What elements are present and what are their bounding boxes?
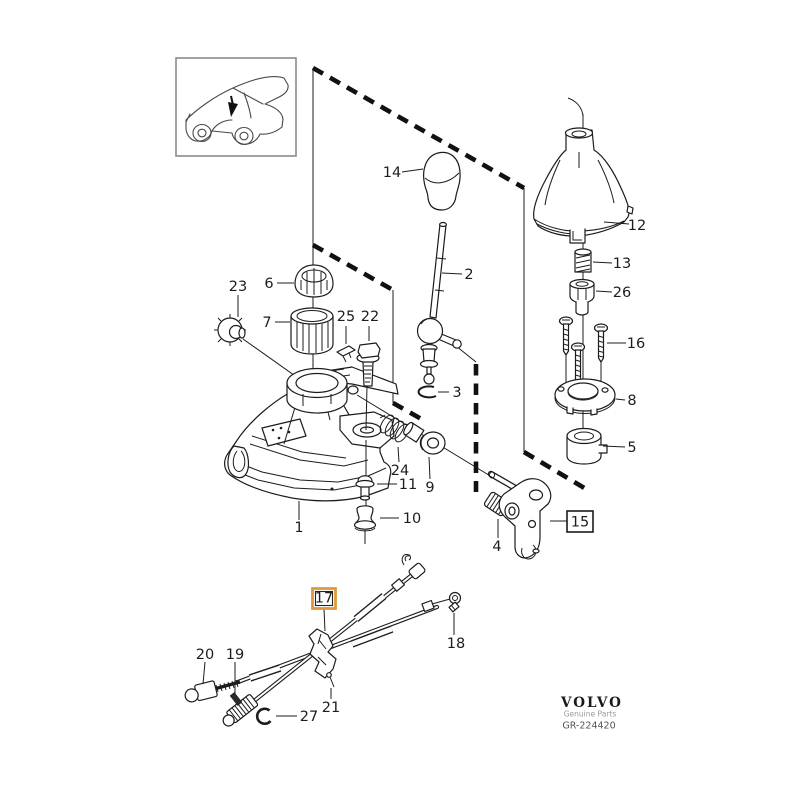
part-25-clip: [336, 345, 356, 363]
part-19-clip: [229, 692, 243, 706]
part-22-bolt: [356, 342, 381, 431]
leader-lines: [202, 168, 630, 717]
callout-10: 10: [403, 511, 421, 527]
callout-1: 1: [294, 520, 303, 536]
part-14-gear-knob: [423, 151, 461, 211]
axis-grommets: [364, 440, 367, 544]
callout-25: 25: [337, 309, 355, 325]
cable-end-barrel: [184, 680, 218, 703]
callout-23: 23: [229, 279, 247, 295]
part-23-bushing: [214, 314, 246, 346]
callout-3: 3: [452, 385, 461, 401]
callout-9: 9: [425, 480, 434, 496]
brand-tagline: Genuine Parts: [564, 710, 617, 719]
callout-22: 22: [361, 309, 379, 325]
callout-13: 13: [613, 256, 631, 272]
callout-14: 14: [383, 165, 401, 181]
car-outline-icon: [185, 76, 289, 146]
part-10-grommet: [353, 505, 377, 532]
footer-brand-block: VOLVO Genuine Parts GR-224420: [560, 695, 623, 732]
callout-box-17-selected[interactable]: 17: [311, 587, 337, 610]
callout-21: 21: [322, 700, 340, 716]
callout-6: 6: [264, 276, 273, 292]
callout-24: 24: [391, 463, 409, 479]
callout-12: 12: [628, 218, 646, 234]
part-3-retaining-ring: [417, 385, 437, 399]
callout-20: 20: [196, 647, 214, 663]
part-27-c-clip: [255, 707, 272, 726]
part-18-clip: [448, 601, 460, 613]
callout-8: 8: [627, 393, 636, 409]
callout-16: 16: [627, 336, 645, 352]
part-11-grommet: [355, 475, 375, 501]
callout-labels: 14 2 3 12 13 26 16 8 5 23 6 7 25 22 24 1…: [196, 165, 646, 725]
cable-end-hook: [390, 554, 426, 592]
assembly-boundary-lines: [311, 66, 588, 492]
part-12-boot: [533, 127, 634, 244]
part-21-pin: [326, 672, 335, 688]
document-code: GR-224420: [562, 721, 615, 732]
callout-11: 11: [399, 477, 417, 493]
cable-bracket: [308, 628, 337, 679]
callout-19: 19: [226, 647, 244, 663]
highlight-ring: [311, 587, 337, 610]
callout-4: 4: [492, 539, 501, 555]
callout-2: 2: [464, 267, 473, 283]
callout-26: 26: [613, 285, 631, 301]
cable-end-ball: [421, 591, 462, 613]
part-13-sleeve: [574, 248, 592, 273]
part-7-sleeve: [290, 307, 334, 355]
callout-27: 27: [300, 709, 318, 725]
part-26-bushing: [569, 278, 595, 316]
part-2-shift-lever: [416, 221, 462, 385]
location-arrow-icon: [228, 95, 238, 117]
cable-end-adjuster: [222, 694, 259, 727]
callout-box-15[interactable]: 15: [566, 510, 594, 533]
part-15-lever-arm: [498, 478, 552, 560]
callout-5: 5: [627, 440, 636, 456]
part-9-bushing: [403, 421, 446, 455]
part-5-collar: [566, 427, 608, 465]
callout-15[interactable]: 15: [571, 515, 589, 531]
part-1-housing: [224, 366, 399, 502]
part-16-screws: [558, 316, 609, 405]
part-17-cable-assembly: [184, 554, 462, 727]
callout-18: 18: [447, 636, 465, 652]
brand-logo-text: VOLVO: [560, 695, 623, 711]
callout-17[interactable]: 17: [315, 591, 333, 607]
part-8-flange: [554, 378, 616, 416]
part-6-cap: [294, 264, 334, 298]
callout-7: 7: [262, 315, 271, 331]
vehicle-inset: [175, 57, 297, 157]
